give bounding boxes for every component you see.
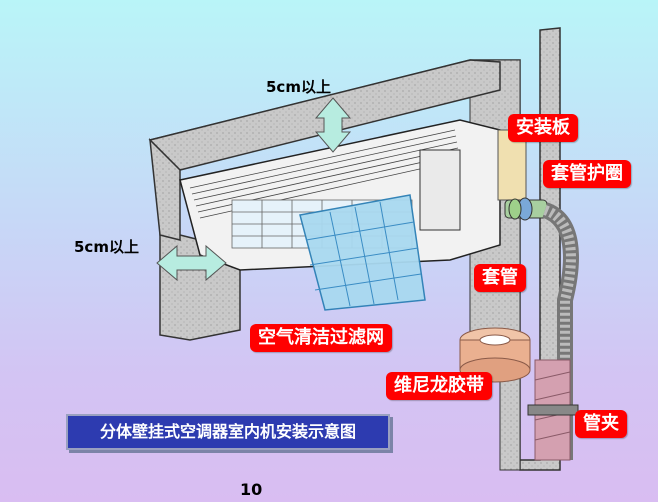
unit-louvers <box>189 129 461 219</box>
side-clearance-label: 5cm以上 <box>74 238 139 256</box>
air-filter-shape <box>299 194 426 311</box>
mounting-plate-label: 安装板 <box>508 114 578 142</box>
page-number: 10 <box>240 480 263 499</box>
ceiling-edge <box>149 137 181 241</box>
top-clearance-label: 5cm以上 <box>266 78 331 96</box>
air-filter-label: 空气清洁过滤网 <box>250 324 392 352</box>
air-filter-mesh <box>305 201 422 307</box>
sleeve-label: 套管 <box>474 264 526 292</box>
sleeve-guard-label: 套管护圈 <box>543 160 631 188</box>
diagram-caption: 分体壁挂式空调器室内机安装示意图 <box>66 414 390 450</box>
pipe-clamp-shape <box>527 404 579 416</box>
pipe-clamp-label: 管夹 <box>575 410 627 438</box>
sleeve-assembly <box>504 197 548 221</box>
unit-side-panel <box>419 149 461 231</box>
vinyl-tape-label: 维尼龙胶带 <box>386 372 492 400</box>
vinyl-tape-roll <box>459 327 531 383</box>
side-clearance-arrow <box>156 244 227 282</box>
top-clearance-arrow <box>314 97 352 153</box>
